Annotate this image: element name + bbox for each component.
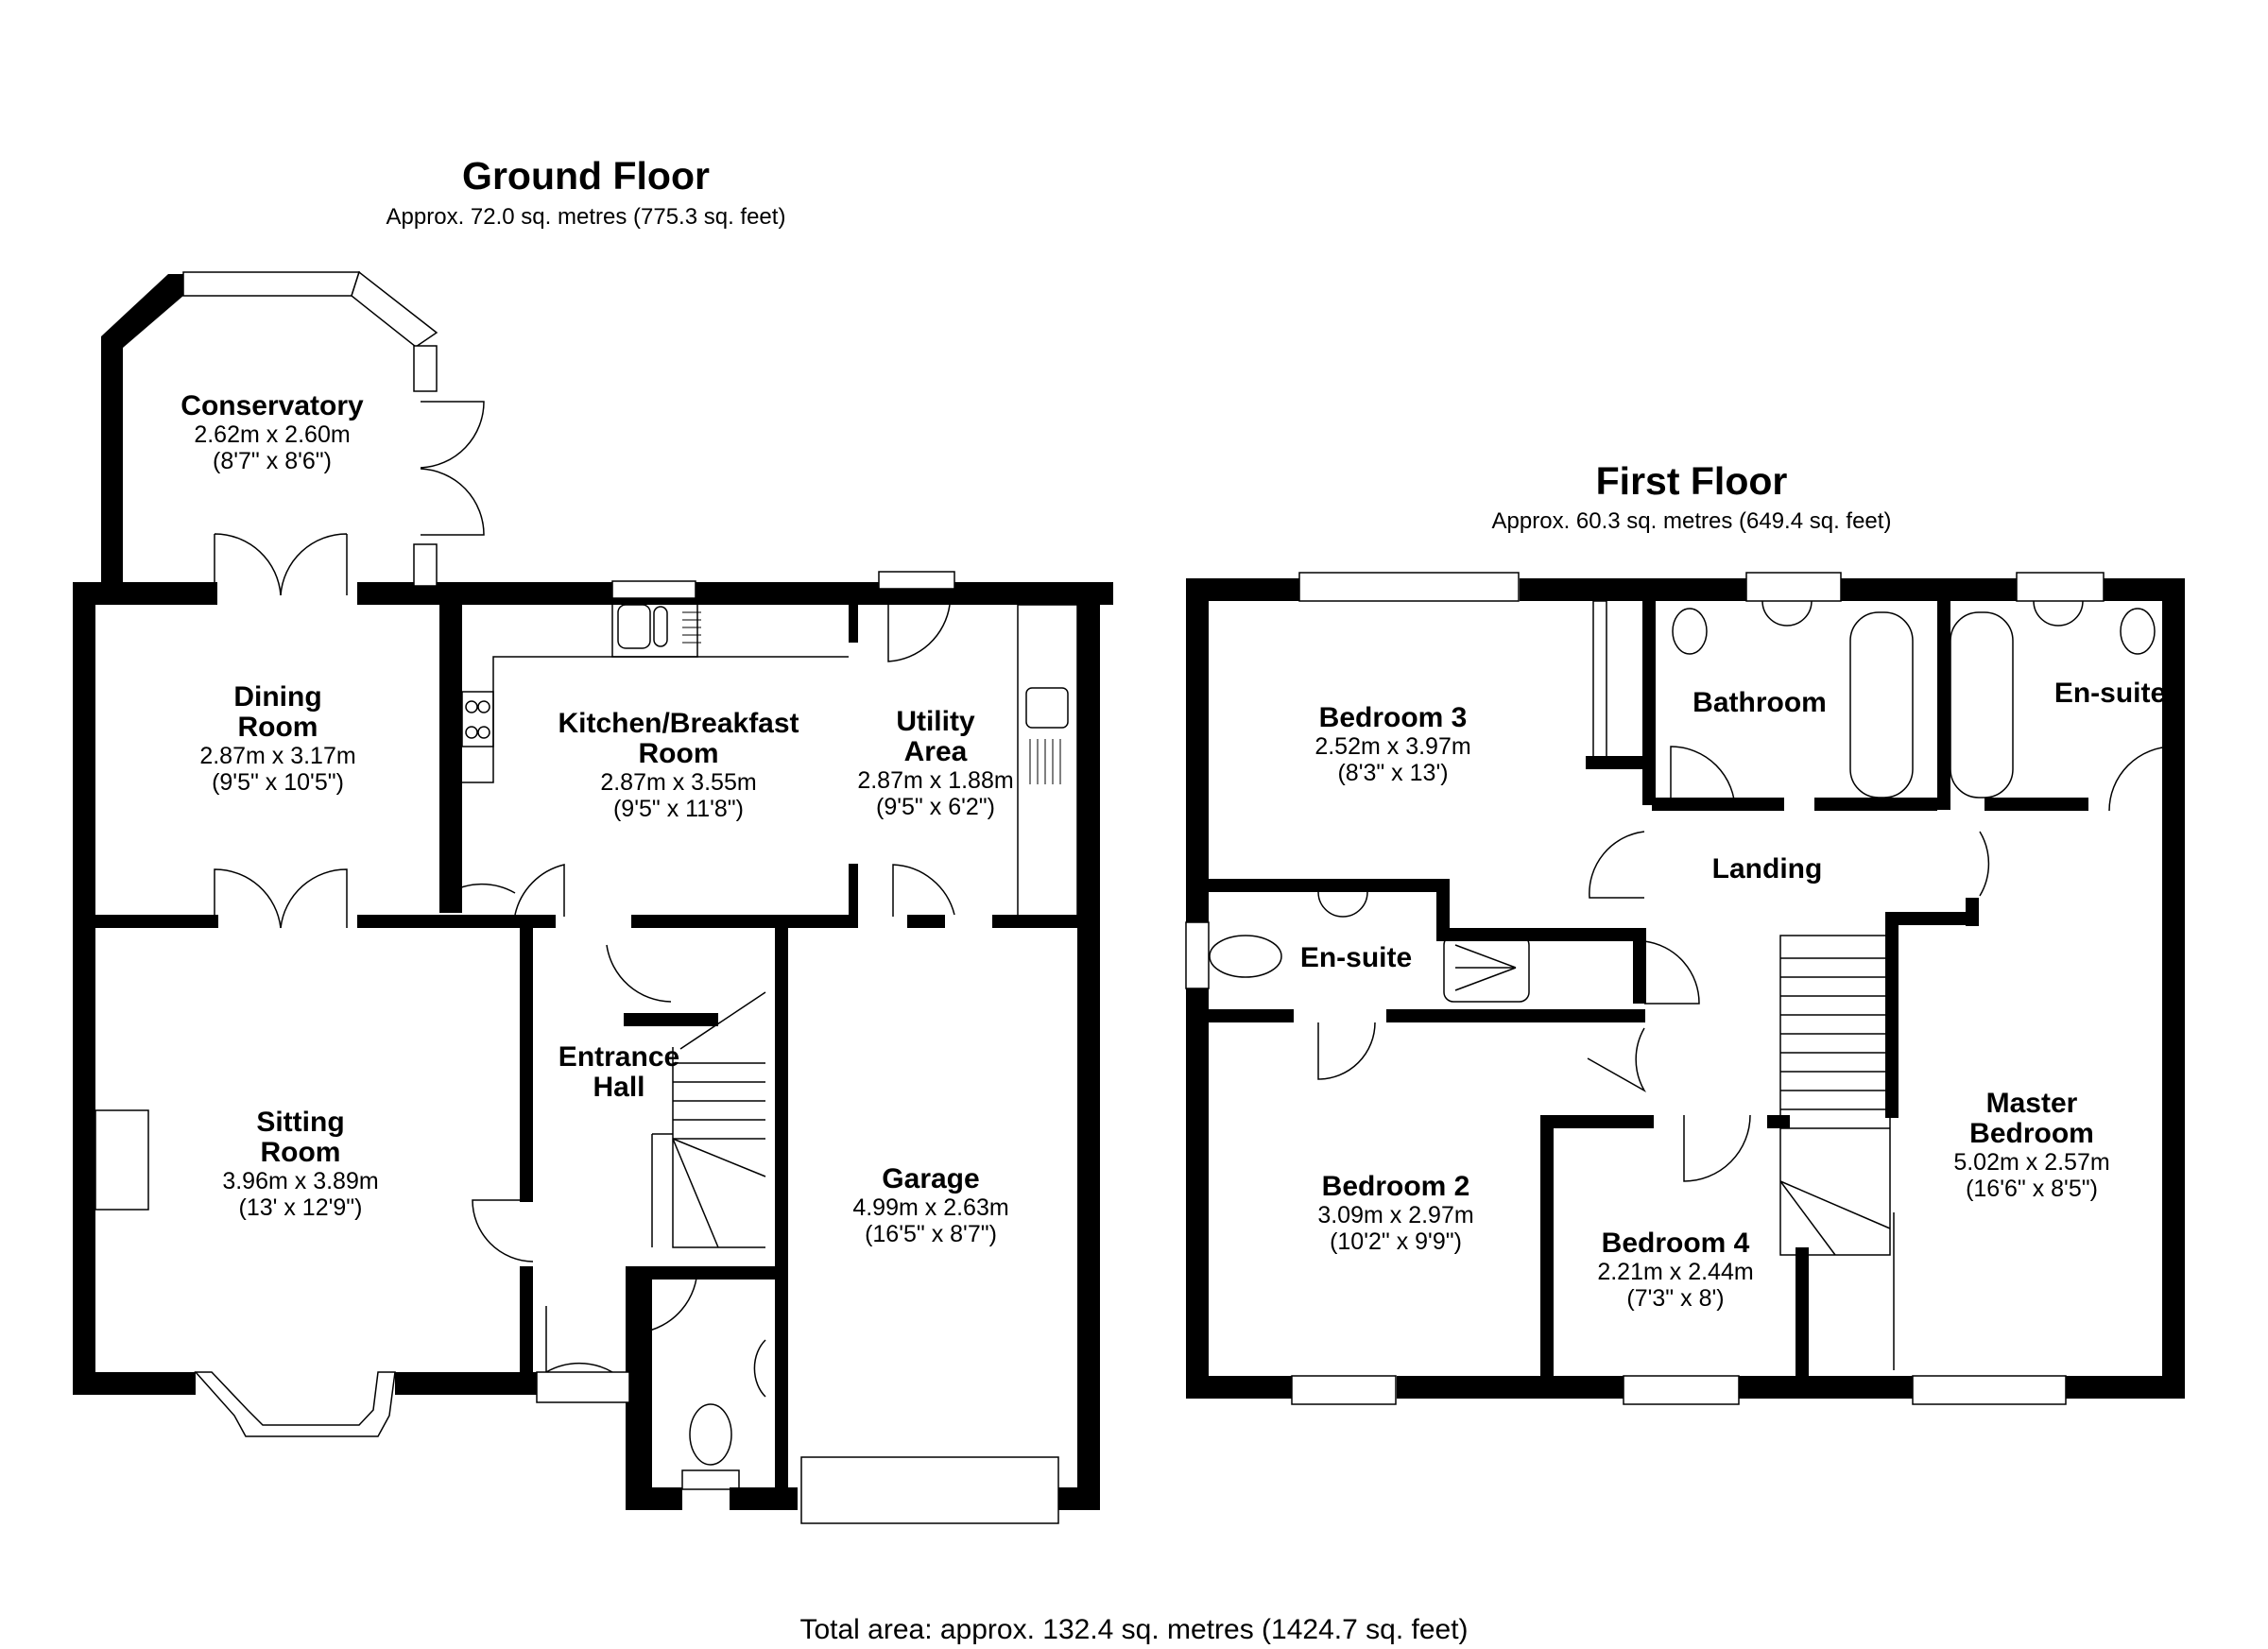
room-name: Utility bbox=[896, 706, 975, 737]
fireplace bbox=[94, 1109, 149, 1211]
ground-outer-walls bbox=[73, 582, 1100, 1510]
room-name: Bedroom 3 bbox=[1318, 702, 1468, 733]
room-sitting-room: Sitting Room 3.96m x 3.89m (13' x 12'9") bbox=[222, 1107, 379, 1222]
garage-door bbox=[800, 1456, 1059, 1524]
room-name: Bedroom 4 bbox=[1601, 1228, 1750, 1259]
room-bedroom-2: Bedroom 2 3.09m x 2.97m (10'2" x 9'9") bbox=[1317, 1171, 1474, 1256]
room-dim-imperial: (8'7" x 8'6") bbox=[213, 448, 332, 474]
room-name: Landing bbox=[1711, 853, 1823, 885]
room-garage: Garage 4.99m x 2.63m (16'5" x 8'7") bbox=[852, 1163, 1009, 1248]
room-name: Bedroom bbox=[1969, 1118, 2094, 1149]
room-conservatory: Conservatory 2.62m x 2.60m (8'7" x 8'6") bbox=[180, 390, 364, 475]
room-dim-imperial: (13' x 12'9") bbox=[238, 1194, 363, 1221]
room-dim-metric: 2.62m x 2.60m bbox=[194, 421, 351, 448]
first-stairs bbox=[1779, 935, 1891, 1256]
room-dim-metric: 3.09m x 2.97m bbox=[1317, 1202, 1474, 1228]
room-dim-metric: 4.99m x 2.63m bbox=[852, 1194, 1009, 1221]
room-name: Kitchen/Breakfast bbox=[558, 708, 799, 739]
ground-floor-area: Approx. 72.0 sq. metres (775.3 sq. feet) bbox=[386, 204, 786, 230]
room-dim-metric: 2.87m x 3.17m bbox=[199, 743, 356, 769]
room-kitchen-breakfast: Kitchen/Breakfast Room 2.87m x 3.55m (9'… bbox=[558, 708, 799, 823]
drainer-lines bbox=[682, 611, 1061, 784]
ground-internal-walls bbox=[95, 586, 1079, 1487]
conservatory-doors bbox=[214, 401, 485, 596]
room-name: Conservatory bbox=[180, 390, 364, 421]
first-internal-walls bbox=[1209, 578, 2088, 1376]
conservatory-window bbox=[182, 270, 438, 587]
room-name: Entrance bbox=[558, 1041, 680, 1073]
first-windows bbox=[1185, 572, 2105, 1405]
room-dim-imperial: (16'6" x 8'5") bbox=[1966, 1176, 2098, 1202]
ground-floor-title: Ground Floor bbox=[462, 154, 710, 198]
room-name: Bathroom bbox=[1692, 687, 1827, 718]
room-name: En-suite bbox=[1299, 942, 1413, 973]
room-name: Room bbox=[260, 1137, 341, 1168]
ground-stairs bbox=[651, 991, 766, 1248]
front-door-step bbox=[536, 1371, 630, 1403]
room-en-suite-bedroom-2: En-suite bbox=[1300, 943, 1412, 973]
total-area: Total area: approx. 132.4 sq. metres (14… bbox=[799, 1614, 1469, 1645]
room-name: Hall bbox=[593, 1072, 645, 1103]
room-name: Dining bbox=[233, 681, 322, 713]
bay-window bbox=[194, 1371, 396, 1437]
room-name: Room bbox=[237, 712, 318, 743]
room-name: Sitting bbox=[256, 1107, 345, 1138]
room-dim-imperial: (9'5" x 6'2") bbox=[876, 794, 995, 820]
room-dining-room: Dining Room 2.87m x 3.17m (9'5" x 10'5") bbox=[199, 681, 356, 797]
room-bedroom-3: Bedroom 3 2.52m x 3.97m (8'3" x 13') bbox=[1314, 702, 1471, 787]
room-dim-metric: 5.02m x 2.57m bbox=[1953, 1149, 2110, 1176]
room-dim-metric: 3.96m x 3.89m bbox=[222, 1168, 379, 1194]
room-entrance-hall: Entrance Hall bbox=[558, 1042, 679, 1103]
wc-fixtures bbox=[681, 1339, 766, 1490]
first-doors bbox=[1317, 746, 2174, 1182]
room-name: Area bbox=[903, 736, 968, 767]
room-dim-metric: 2.87m x 1.88m bbox=[857, 767, 1014, 794]
room-dim-metric: 2.52m x 3.97m bbox=[1314, 733, 1471, 760]
room-en-suite-master: En-suite bbox=[2054, 678, 2166, 709]
room-name: Master bbox=[1985, 1088, 2078, 1119]
room-name: Bedroom 2 bbox=[1321, 1171, 1470, 1202]
room-bedroom-4: Bedroom 4 2.21m x 2.44m (7'3" x 8') bbox=[1597, 1228, 1754, 1313]
kitchen-units bbox=[461, 571, 1078, 918]
first-floor-area: Approx. 60.3 sq. metres (649.4 sq. feet) bbox=[1491, 508, 1892, 534]
room-name: Garage bbox=[882, 1163, 980, 1194]
room-dim-imperial: (16'5" x 8'7") bbox=[865, 1221, 997, 1247]
ground-doors bbox=[214, 604, 955, 1374]
room-name: En-suite bbox=[2053, 678, 2167, 709]
first-fixtures bbox=[1209, 600, 2156, 1370]
room-dim-imperial: (9'5" x 11'8") bbox=[612, 796, 744, 822]
ground-floor-plan bbox=[73, 270, 1113, 1524]
room-master-bedroom: Master Bedroom 5.02m x 2.57m (16'6" x 8'… bbox=[1953, 1088, 2110, 1203]
room-dim-imperial: (8'3" x 13') bbox=[1337, 760, 1449, 786]
first-floor-plan bbox=[1185, 572, 2185, 1405]
room-dim-metric: 2.21m x 2.44m bbox=[1597, 1259, 1754, 1285]
room-utility-area: Utility Area 2.87m x 1.88m (9'5" x 6'2") bbox=[857, 706, 1014, 821]
room-name: Room bbox=[638, 738, 719, 769]
room-dim-imperial: (10'2" x 9'9") bbox=[1330, 1228, 1462, 1255]
room-bathroom: Bathroom bbox=[1692, 688, 1827, 718]
conservatory-walls bbox=[76, 274, 1113, 605]
room-dim-metric: 2.87m x 3.55m bbox=[600, 769, 757, 796]
room-dim-imperial: (9'5" x 10'5") bbox=[212, 769, 344, 796]
room-landing: Landing bbox=[1712, 854, 1823, 885]
first-floor-title: First Floor bbox=[1595, 459, 1788, 503]
room-dim-imperial: (7'3" x 8') bbox=[1626, 1285, 1725, 1312]
